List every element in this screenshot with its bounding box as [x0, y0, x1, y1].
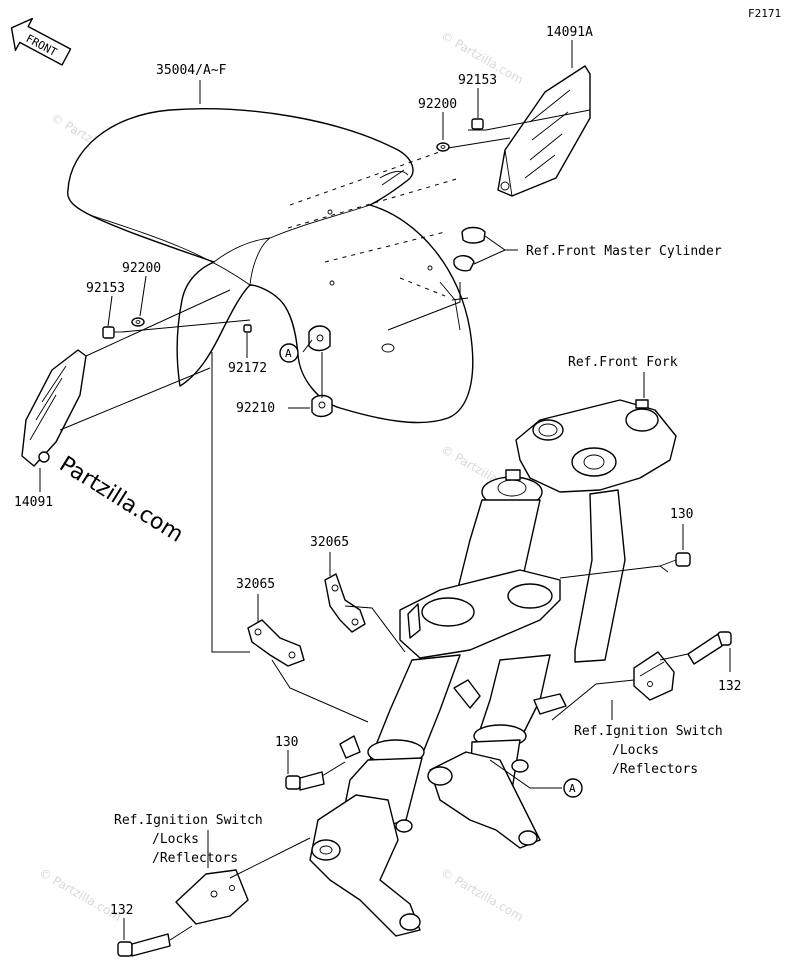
front-fender: [67, 108, 474, 424]
label-ref-ignition-right-1: Ref.Ignition Switch: [574, 724, 723, 739]
ignition-bracket-left: [175, 869, 249, 925]
ignition-bracket-right: [633, 651, 675, 701]
fender-cover-right: [497, 65, 591, 197]
grommet-upper: [308, 325, 331, 352]
label-bracket-32065-lower: 32065: [236, 577, 275, 592]
bolt-130-left: [285, 771, 325, 791]
label-cover-left: 14091: [14, 495, 53, 510]
label-fender: 35004/A~F: [156, 63, 227, 78]
callout-a-lower: A: [563, 778, 583, 798]
label-washer-92200-left: 92200: [122, 261, 161, 276]
label-ref-master-cylinder: Ref.Front Master Cylinder: [526, 244, 722, 259]
bolt-132-left: [117, 933, 171, 957]
bolt-92172: [243, 324, 252, 333]
label-ref-ignition-left-1: Ref.Ignition Switch: [114, 813, 263, 828]
label-ref-ignition-left-2: /Locks: [152, 832, 199, 847]
watermark-faint-5: © Partzilla.com: [439, 865, 526, 923]
label-ref-ignition-right-2: /Locks: [612, 743, 659, 758]
washer-92200-top: [436, 142, 450, 152]
label-cover-right: 14091A: [546, 25, 593, 40]
label-bolt-92153-left: 92153: [86, 281, 125, 296]
bolt-92153-left: [102, 326, 122, 339]
front-fork-assembly: [309, 399, 677, 937]
label-bolt-92172: 92172: [228, 361, 267, 376]
label-bracket-32065-upper: 32065: [310, 535, 349, 550]
watermark: Partzilla.com: [55, 452, 188, 548]
fender-cover-left: [21, 349, 87, 467]
figure-code: F2171: [748, 7, 781, 20]
bracket-32065-lower: [247, 619, 305, 667]
svg-text:A: A: [569, 782, 576, 795]
label-bolt-130-right: 130: [670, 507, 693, 522]
bolt-132-right: [687, 631, 732, 665]
washer-92200-left: [131, 317, 145, 327]
svg-text:A: A: [285, 347, 292, 360]
bracket-32065-upper: [324, 573, 366, 633]
label-ref-ignition-right-3: /Reflectors: [612, 762, 698, 777]
label-bolt-132-left: 132: [110, 903, 133, 918]
label-ref-front-fork: Ref.Front Fork: [568, 355, 678, 370]
clamp-master-cylinder: [453, 226, 486, 272]
grommet-92210: [311, 394, 333, 418]
front-arrow-icon: FRONT: [10, 17, 72, 66]
label-grommet-92210: 92210: [236, 401, 275, 416]
callout-a-upper: A: [279, 343, 299, 363]
bolt-130-right: [659, 552, 691, 573]
label-bolt-132-right: 132: [718, 679, 741, 694]
label-bolt-92153-top: 92153: [458, 73, 497, 88]
label-ref-ignition-left-3: /Reflectors: [152, 851, 238, 866]
bolt-92153-top: [468, 118, 486, 131]
label-bolt-130-left: 130: [275, 735, 298, 750]
label-washer-92200-top: 92200: [418, 97, 457, 112]
